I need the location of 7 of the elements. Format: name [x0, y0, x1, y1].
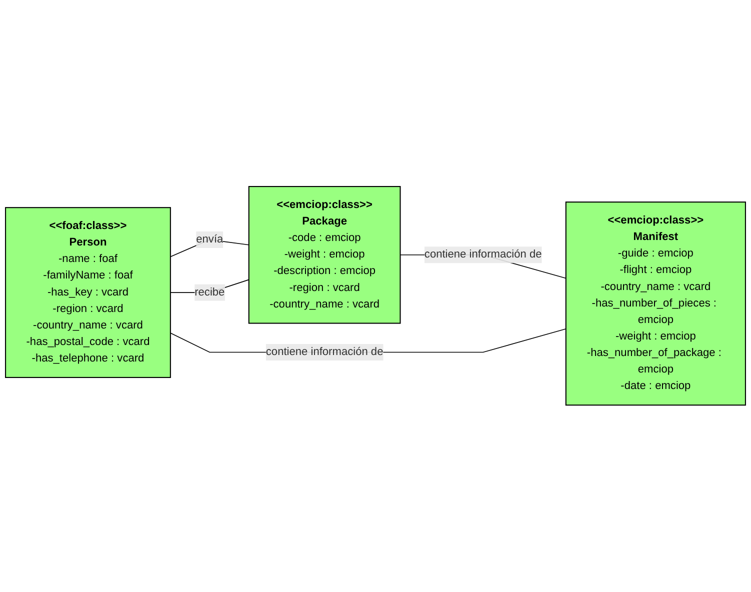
edge-label: recibe — [194, 286, 225, 298]
edge-label: contiene información de — [424, 248, 542, 261]
edge-label: envía — [196, 234, 224, 246]
node-box: <<emciop:class>> Manifest -guide : emciop -flight : emciop -country_name : vcard -has_number_of_pieces : emciop -weight : emciop -has_number_of_package : emciop -date : emciop — [565, 202, 746, 406]
node-box: <<foaf:class>> Person -name : foaf -familyName : foaf -has_key : vcard -region : vcard -country_name : vcard -has_postal_code : vcard -has_telephone : vcard — [5, 207, 171, 378]
node-box: <<emciop:class>> Package -code : emciop -weight : emciop -description : emciop -region : vcard -country_name : vcard — [248, 186, 401, 324]
edge-label: contiene información de — [266, 346, 384, 358]
